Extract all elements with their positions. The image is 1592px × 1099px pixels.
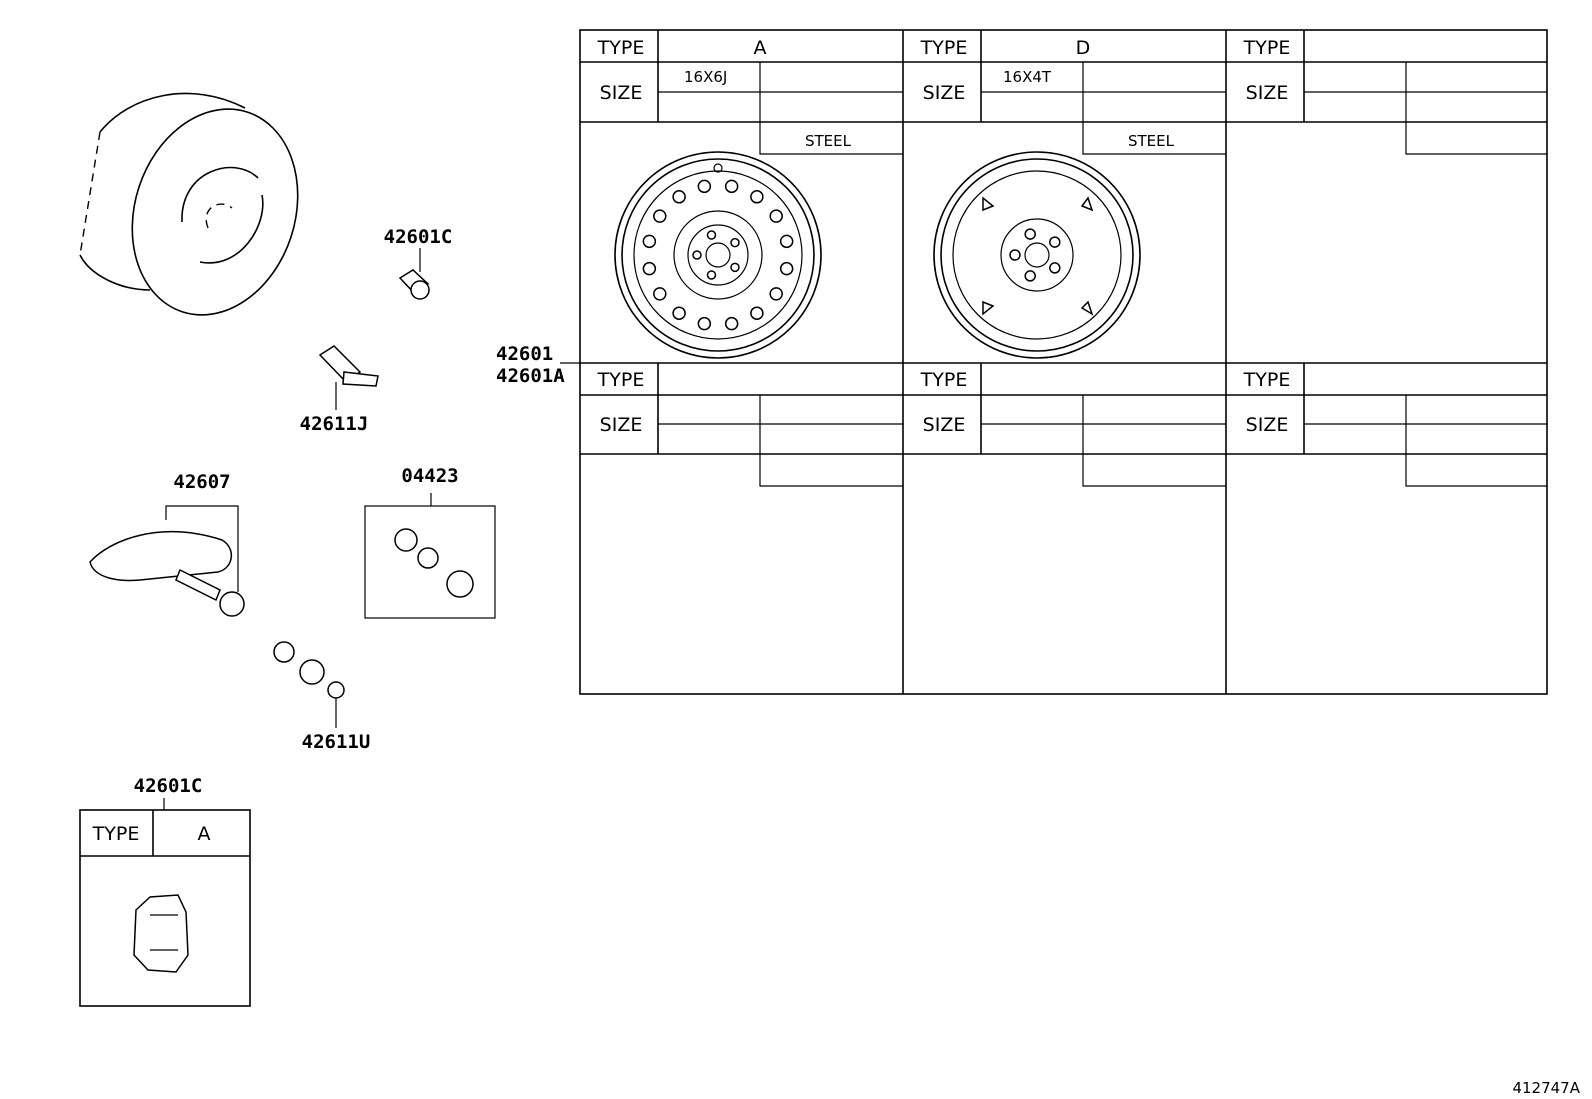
size-label-6: SIZE [1246,414,1289,436]
lugsD-mark [1024,228,1036,240]
lugsD-mark [1049,262,1061,274]
size-value-d: 16X4T [1003,68,1052,86]
size-label-1: SIZE [600,82,643,104]
size-label-3: SIZE [1246,82,1289,104]
lugsA-mark [730,237,740,248]
holesA-mark [779,234,794,249]
valve-42611j [318,345,379,410]
tire-drawing [79,92,299,316]
type-label-5: TYPE [920,369,968,391]
holesA-mark [724,179,739,194]
type-label-4: TYPE [597,369,645,391]
material-value-a: STEEL [805,132,852,150]
size-label-5: SIZE [923,414,966,436]
type-value-a: A [754,37,767,59]
type-value-d: D [1076,37,1091,59]
holesA-mark [653,209,667,223]
holesA-mark [653,287,667,301]
wheel-table-text: TYPE TYPE TYPE SIZE SIZE SIZE TYPE TYPE … [597,37,1291,436]
holesA-mark [750,190,764,204]
steel-wheel-a-drawing [614,151,822,359]
lugsD-mark [1049,236,1061,248]
nut-type-table [79,798,251,1007]
size-label-4: SIZE [600,414,643,436]
callout-42601: 42601 [496,343,553,365]
callout-42601a: 42601A [496,365,565,387]
nut-type-value: A [198,823,211,845]
holesA-mark [697,179,712,194]
size-value-a: 16X6J [684,68,727,86]
steel-wheel-d-drawing [933,151,1141,359]
size-label-2: SIZE [923,82,966,104]
lugsA-mark [706,230,717,240]
holesA-mark [672,306,686,320]
holesA-mark [769,287,783,301]
holesA-mark [642,261,657,276]
holesA-mark [750,306,764,320]
figure-code: 412747A [1512,1079,1580,1097]
material-value-d: STEEL [1128,132,1175,150]
wheel-type-table: TYPE TYPE TYPE SIZE SIZE SIZE TYPE TYPE … [560,29,1548,695]
part-callouts: 42601C 42611J 42607 04423 42611U 42601 4… [134,226,566,797]
holesA-mark [779,261,794,276]
lugsA-mark [706,270,717,280]
lug-nut-42601c-top [398,248,430,300]
callout-04423: 04423 [401,465,458,487]
lugsA-mark [692,250,702,260]
kit-04423 [364,493,496,619]
type-label-1: TYPE [597,37,645,59]
type-label-6: TYPE [1243,369,1291,391]
callout-42601c-bottom: 42601C [134,775,203,797]
lugsA-mark [730,262,740,273]
lugsD-mark [1024,270,1036,282]
lugsD-mark [1009,249,1021,261]
callout-42607: 42607 [173,471,230,493]
callout-42601c-top: 42601C [384,226,453,248]
callout-42611j: 42611J [300,413,369,435]
holesA-mark [697,316,712,331]
type-label-2: TYPE [920,37,968,59]
holesA-mark [769,209,783,223]
holesA-mark [724,316,739,331]
valve-parts-42611u [273,641,345,728]
callout-42611u: 42611U [302,731,371,753]
nut-type-label: TYPE [92,823,140,845]
holesA-mark [642,234,657,249]
sensor-42607 [89,505,245,617]
holesA-mark [672,190,686,204]
type-label-3: TYPE [1243,37,1291,59]
nut-table-text: TYPE A [92,823,211,845]
